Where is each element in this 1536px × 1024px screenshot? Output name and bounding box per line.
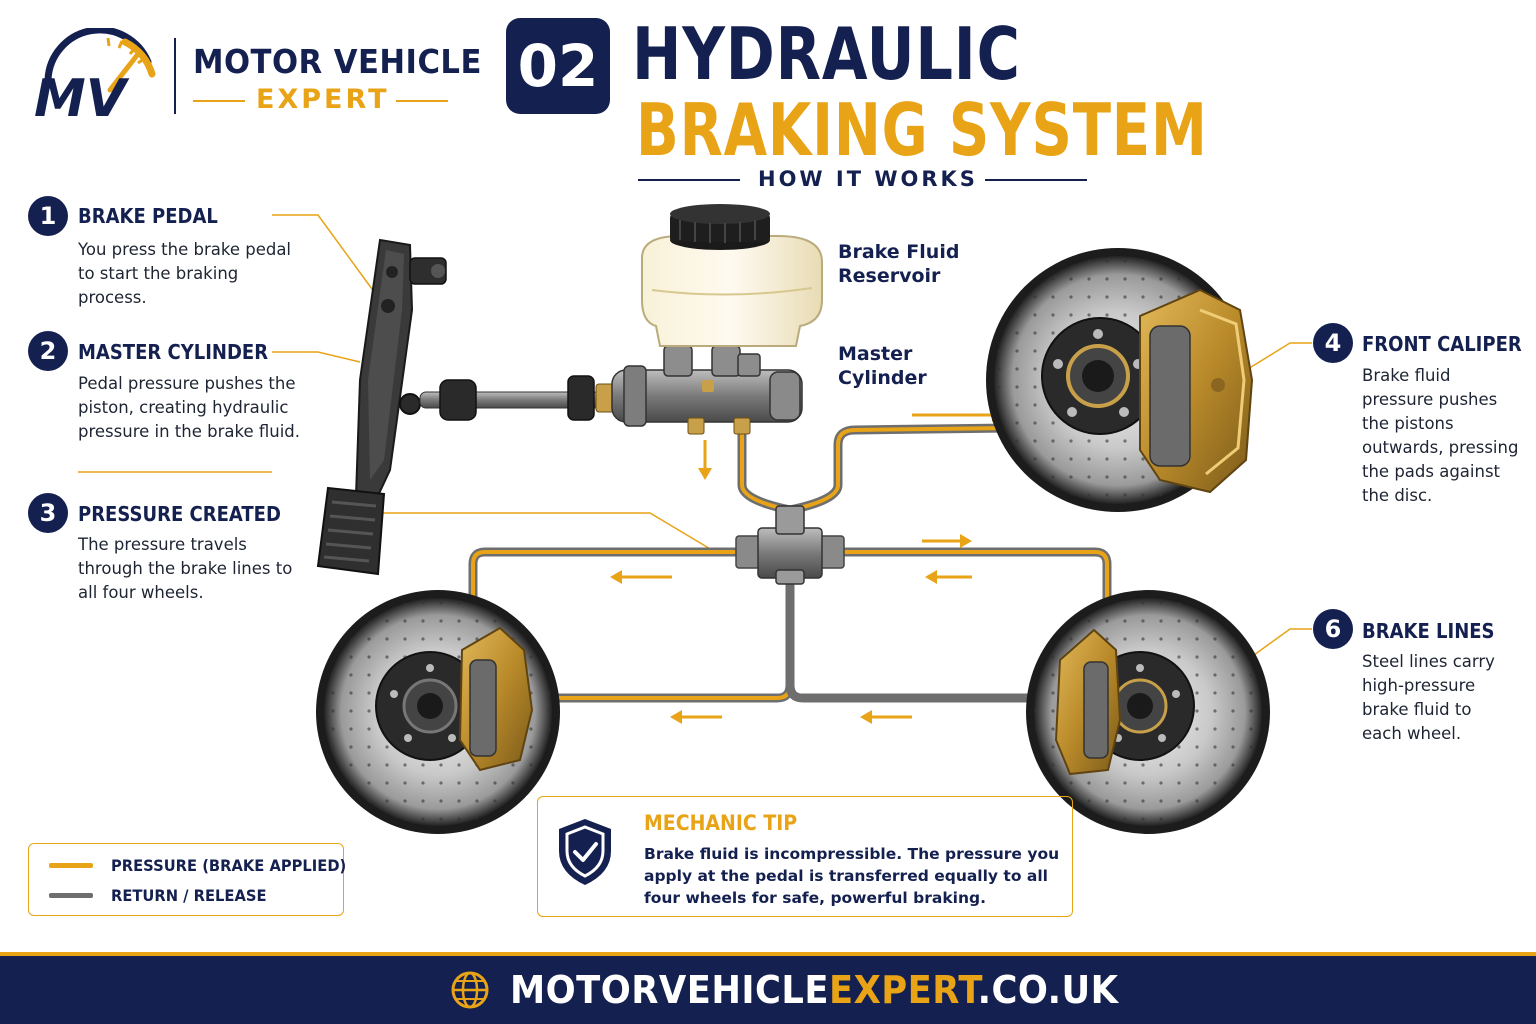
page-title-line2: BRAKING SYSTEM: [636, 88, 1208, 172]
page-subtitle: HOW IT WORKS: [758, 167, 978, 191]
step-4-body: Brake fluid pressure pushes the pistons …: [1362, 366, 1519, 505]
step-2-title: MASTER CYLINDER: [78, 340, 269, 364]
logo-divider: [174, 38, 176, 114]
step-3-badge: 3: [28, 493, 68, 533]
push-rod-illustration: [419, 375, 615, 421]
footer-url-part2: EXPERT: [828, 968, 978, 1012]
step-6-body: Steel lines carry high-pressure brake fl…: [1362, 652, 1495, 743]
globe-icon: [451, 971, 489, 1009]
section-number-badge: 02: [506, 18, 610, 114]
brand-accent-line-left: [193, 100, 245, 102]
subtitle-rule-right: [985, 179, 1087, 181]
legend-swatch-return: [49, 892, 93, 898]
legend-row-return: RETURN / RELEASE: [49, 883, 280, 907]
footer-url-part3: .CO.UK: [977, 968, 1119, 1012]
step-1-body: You press the brake pedal to start the b…: [78, 240, 292, 307]
brand-logo-icon: MV: [34, 28, 156, 123]
step-3-body: The pressure travels through the brake l…: [78, 535, 293, 602]
rear-right-caliper-illustration: [1054, 628, 1122, 776]
brake-fluid-reservoir-illustration: [641, 204, 823, 347]
legend-label-return: RETURN / RELEASE: [111, 885, 267, 905]
step-6-badge: 6: [1313, 609, 1353, 649]
brake-pedal-illustration: [316, 238, 447, 576]
mechanic-tip-body: Brake fluid is incompressible. The press…: [644, 845, 1060, 907]
label-master-cylinder: Master Cylinder: [838, 343, 927, 389]
label-brake-fluid-reservoir: Brake Fluid Reservoir: [838, 241, 960, 287]
footer-bar: MOTORVEHICLEEXPERT.CO.UK: [0, 952, 1536, 1024]
brand-name-line2: EXPERT: [256, 84, 390, 115]
mechanic-tip-title: MECHANIC TIP: [644, 811, 798, 835]
front-caliper-illustration: [1139, 288, 1254, 494]
rear-left-caliper-illustration: [458, 626, 534, 772]
legend-swatch-pressure: [49, 862, 93, 868]
step-4-badge: 4: [1313, 323, 1353, 363]
footer-website-link[interactable]: MOTORVEHICLEEXPERT.CO.UK: [510, 968, 1118, 1012]
subtitle-rule-left: [638, 179, 740, 181]
shield-check-icon: [559, 819, 611, 885]
mechanic-tip-box: MECHANIC TIP Brake fluid is incompressib…: [537, 796, 1073, 917]
step-2-body: Pedal pressure pushes the piston, creati…: [78, 374, 301, 441]
step-3-title: PRESSURE CREATED: [78, 502, 281, 526]
legend-label-pressure: PRESSURE (BRAKE APPLIED): [111, 855, 347, 875]
brand-accent-line-right: [396, 100, 448, 102]
step-4-title: FRONT CALIPER: [1362, 332, 1522, 356]
brake-lines: [468, 419, 1112, 703]
step-2-badge: 2: [28, 331, 68, 371]
legend: PRESSURE (BRAKE APPLIED) RETURN / RELEAS…: [28, 843, 346, 916]
step-1-title: BRAKE PEDAL: [78, 204, 218, 228]
master-cylinder-illustration: [611, 345, 803, 435]
brand-name-line1: MOTOR VEHICLE: [193, 42, 482, 81]
step-1-badge: 1: [28, 196, 68, 236]
footer-url-part1: MOTORVEHICLE: [510, 968, 829, 1012]
step-6-title: BRAKE LINES: [1362, 619, 1495, 643]
t-junction: [735, 505, 845, 585]
legend-row-pressure: PRESSURE (BRAKE APPLIED): [49, 853, 367, 877]
page-title-line1: HYDRAULIC: [632, 12, 1021, 96]
svg-text:MV: MV: [34, 69, 130, 123]
